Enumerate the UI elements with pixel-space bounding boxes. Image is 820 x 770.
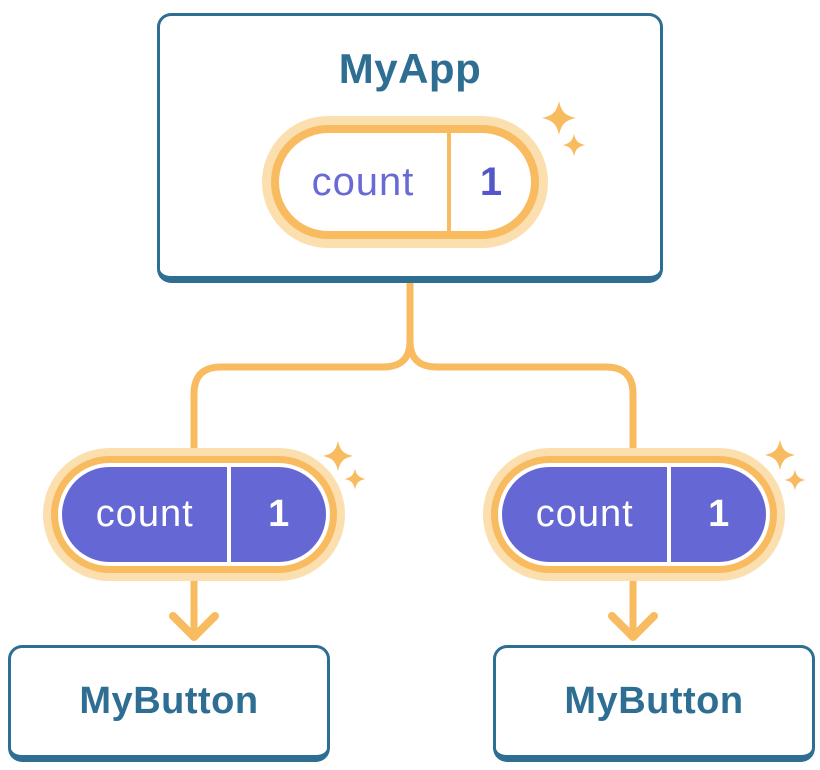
component-title-mybutton: MyButton [79,679,259,722]
arrow-left-head-icon [169,612,219,641]
prop-label: count [95,493,194,535]
pill-ring: count 1 [271,125,539,239]
pill-divider [227,467,232,562]
component-card-mybutton-right: MyButton [493,645,815,762]
pill-body: count 1 [498,463,770,566]
pill-ring: count 1 [491,456,777,573]
prop-pill-right: count 1 [483,448,785,581]
sparkle-icon [541,100,577,136]
arrow-right-head-icon [608,612,658,641]
sparkle-icon [784,469,806,491]
sparkle-icon [562,133,586,157]
state-pill-myapp: count 1 [262,116,548,248]
component-card-mybutton-left: MyButton [8,645,330,762]
component-title-myapp: MyApp [338,45,482,92]
component-title-mybutton: MyButton [564,679,744,722]
state-label: count [311,159,415,204]
sparkle-icon [322,440,354,472]
prop-value: 1 [268,493,290,535]
sparkle-icon [764,439,796,471]
pill-fill: count 1 [502,467,766,562]
prop-value: 1 [708,493,730,535]
prop-label: count [535,493,634,535]
prop-pill-left: count 1 [43,448,345,581]
pill-divider [667,467,672,562]
pill-divider [447,133,451,231]
pill-body: count 1 [58,463,330,566]
state-value: 1 [479,159,503,204]
pill-fill: count 1 [62,467,326,562]
pill-ring: count 1 [51,456,337,573]
pill-body: count 1 [279,133,531,231]
branch-right-line [406,337,637,456]
sparkle-icon [344,468,366,490]
branch-left-line [190,279,414,456]
